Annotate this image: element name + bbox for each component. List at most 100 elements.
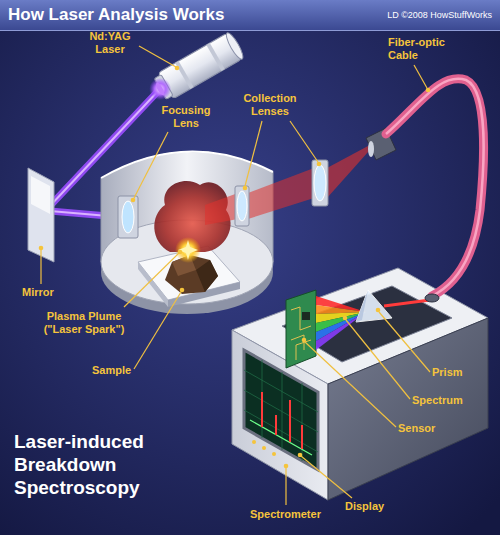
display-screen bbox=[262, 360, 263, 438]
laser-device bbox=[224, 31, 246, 61]
display-screen bbox=[244, 350, 318, 470]
leader-dot bbox=[317, 162, 322, 167]
display-screen bbox=[301, 425, 303, 449]
background bbox=[0, 30, 500, 31]
sensor-board bbox=[286, 290, 316, 368]
part-label: Fiber-optic Cable bbox=[388, 36, 452, 62]
prism bbox=[356, 290, 368, 322]
laser-beam bbox=[50, 211, 108, 216]
sensor-board bbox=[302, 312, 310, 320]
mirror-plate bbox=[28, 168, 54, 262]
display-screen bbox=[244, 410, 318, 452]
collection-lens bbox=[314, 165, 326, 201]
fiber-cable bbox=[386, 79, 484, 296]
part-label: Display bbox=[345, 500, 384, 513]
leader-line bbox=[346, 320, 410, 399]
emitted-light bbox=[205, 146, 368, 225]
leader-line bbox=[40, 250, 41, 284]
leader-line bbox=[290, 121, 318, 162]
leader-dot bbox=[284, 464, 289, 469]
focusing-lens bbox=[118, 196, 138, 238]
leader-line bbox=[245, 121, 262, 186]
leader-dot bbox=[39, 66, 431, 469]
fiber-cable bbox=[386, 79, 484, 302]
prism bbox=[384, 300, 430, 306]
part-label: Focusing Lens bbox=[158, 104, 214, 130]
display-screen bbox=[244, 370, 318, 412]
leader-line bbox=[124, 253, 179, 307]
leader-dot bbox=[180, 288, 185, 293]
leader-line bbox=[139, 46, 176, 67]
laser-beam bbox=[50, 211, 108, 216]
leader-line bbox=[301, 456, 352, 498]
part-label: Prism bbox=[432, 366, 463, 379]
collection-lens bbox=[237, 191, 247, 221]
display-screen bbox=[272, 452, 276, 456]
spectrometer-box bbox=[232, 268, 488, 500]
collection-lens bbox=[235, 186, 249, 226]
part-label: Mirror bbox=[22, 286, 54, 299]
emitted-light bbox=[327, 146, 368, 198]
leader-line bbox=[414, 65, 427, 88]
part-label: Collection Lenses bbox=[238, 92, 302, 118]
sample-rock bbox=[196, 260, 218, 292]
sensor-board bbox=[286, 290, 316, 368]
emitted-light bbox=[248, 168, 314, 219]
leader-line bbox=[285, 468, 286, 505]
focusing-lens bbox=[122, 201, 134, 233]
leader-line bbox=[305, 342, 396, 427]
sensor-board bbox=[296, 340, 311, 360]
diagram-caption: Laser-induced Breakdown Spectroscopy bbox=[14, 430, 179, 499]
display-screen bbox=[252, 440, 256, 444]
leader-dot bbox=[131, 198, 136, 203]
display-screen bbox=[275, 415, 277, 435]
plasma-plume bbox=[175, 237, 201, 263]
fiber-cable bbox=[386, 79, 484, 296]
leader-dot bbox=[39, 246, 44, 251]
mirror-plate bbox=[31, 176, 50, 214]
display-screen bbox=[250, 420, 312, 455]
leader-line bbox=[134, 292, 181, 369]
part-label: Plasma Plume ("Laser Spark") bbox=[38, 310, 130, 336]
display-screen bbox=[289, 400, 291, 442]
display-screen bbox=[261, 392, 263, 427]
laser-device bbox=[175, 61, 193, 89]
laser-device bbox=[145, 74, 175, 104]
leader-dot bbox=[343, 316, 348, 321]
leader-dot bbox=[298, 453, 303, 458]
plasma-plume bbox=[178, 240, 198, 260]
leader-dot bbox=[175, 66, 180, 71]
leader-line bbox=[134, 132, 168, 198]
mirror-plate bbox=[28, 168, 54, 262]
part-label: Sample bbox=[92, 364, 131, 377]
leader-dot bbox=[178, 250, 183, 255]
credit-line: LD ©2008 HowStuffWorks bbox=[387, 10, 492, 21]
sensor-board bbox=[291, 307, 311, 330]
leader-dot bbox=[243, 186, 248, 191]
sample-chamber bbox=[101, 151, 273, 178]
part-label: Sensor bbox=[398, 422, 435, 435]
laser-device bbox=[206, 43, 224, 71]
laser-device bbox=[154, 82, 165, 97]
display-screen bbox=[244, 390, 318, 432]
display-screen bbox=[244, 350, 318, 470]
part-label: Spectrum bbox=[412, 394, 463, 407]
fiber-cable bbox=[425, 294, 439, 302]
emitted-light bbox=[205, 193, 238, 225]
leader-dot bbox=[302, 338, 307, 343]
part-label: Spectrometer bbox=[250, 508, 321, 521]
fiber-connector bbox=[368, 141, 374, 157]
leader-dot bbox=[426, 88, 431, 93]
laser-device bbox=[143, 31, 245, 107]
prism bbox=[356, 290, 430, 322]
part-label: Nd:YAG Laser bbox=[84, 30, 136, 56]
leader-dot bbox=[376, 308, 381, 313]
display-screen bbox=[262, 446, 266, 450]
collection-lens bbox=[312, 160, 328, 206]
background bbox=[0, 0, 500, 30]
diagram-title: How Laser Analysis Works bbox=[8, 5, 224, 25]
leader-line bbox=[379, 312, 430, 372]
prism bbox=[356, 290, 392, 322]
